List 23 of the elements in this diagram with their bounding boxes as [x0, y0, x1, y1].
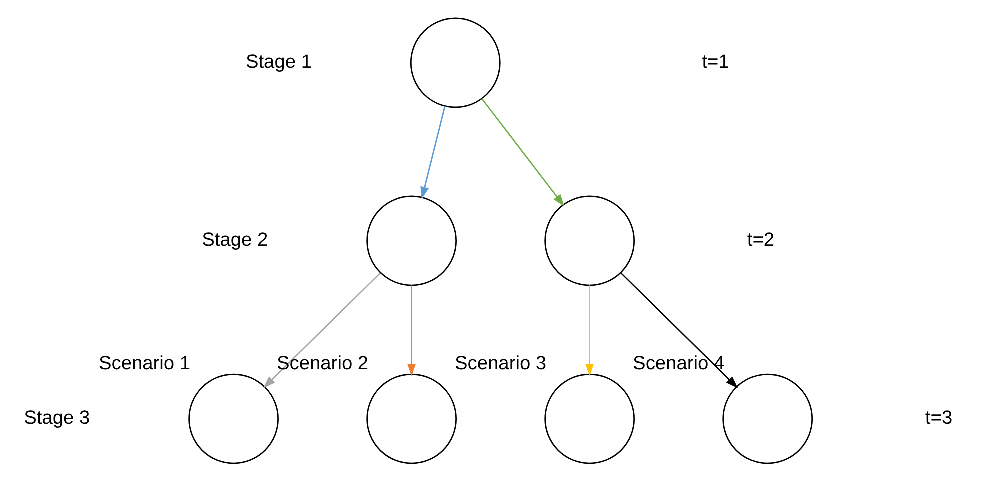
- node-label: Scenario 3: [455, 352, 547, 374]
- label: t=1: [702, 52, 730, 73]
- node-circle: [366, 195, 457, 286]
- arrow: [263, 272, 381, 388]
- node-label: Scenario 4: [633, 352, 725, 374]
- label: t=3: [925, 408, 953, 429]
- arrow: [586, 285, 594, 376]
- label: Stage 3: [24, 408, 90, 429]
- node-circle: [722, 373, 814, 464]
- node-circle: [188, 373, 279, 464]
- arrow: [407, 285, 416, 376]
- node-label: Scenario 1: [98, 352, 191, 374]
- node-label: Scenario 2: [277, 352, 369, 374]
- label: t=2: [747, 230, 775, 251]
- node-circle: [366, 373, 457, 464]
- node-circle: [410, 17, 501, 108]
- label: Stage 2: [202, 230, 268, 251]
- arrow: [620, 272, 738, 388]
- label: Stage 1: [246, 52, 312, 73]
- node-circle: [544, 373, 636, 464]
- arrow: [420, 106, 446, 199]
- arrow: [482, 98, 565, 206]
- node-circle: [544, 195, 636, 286]
